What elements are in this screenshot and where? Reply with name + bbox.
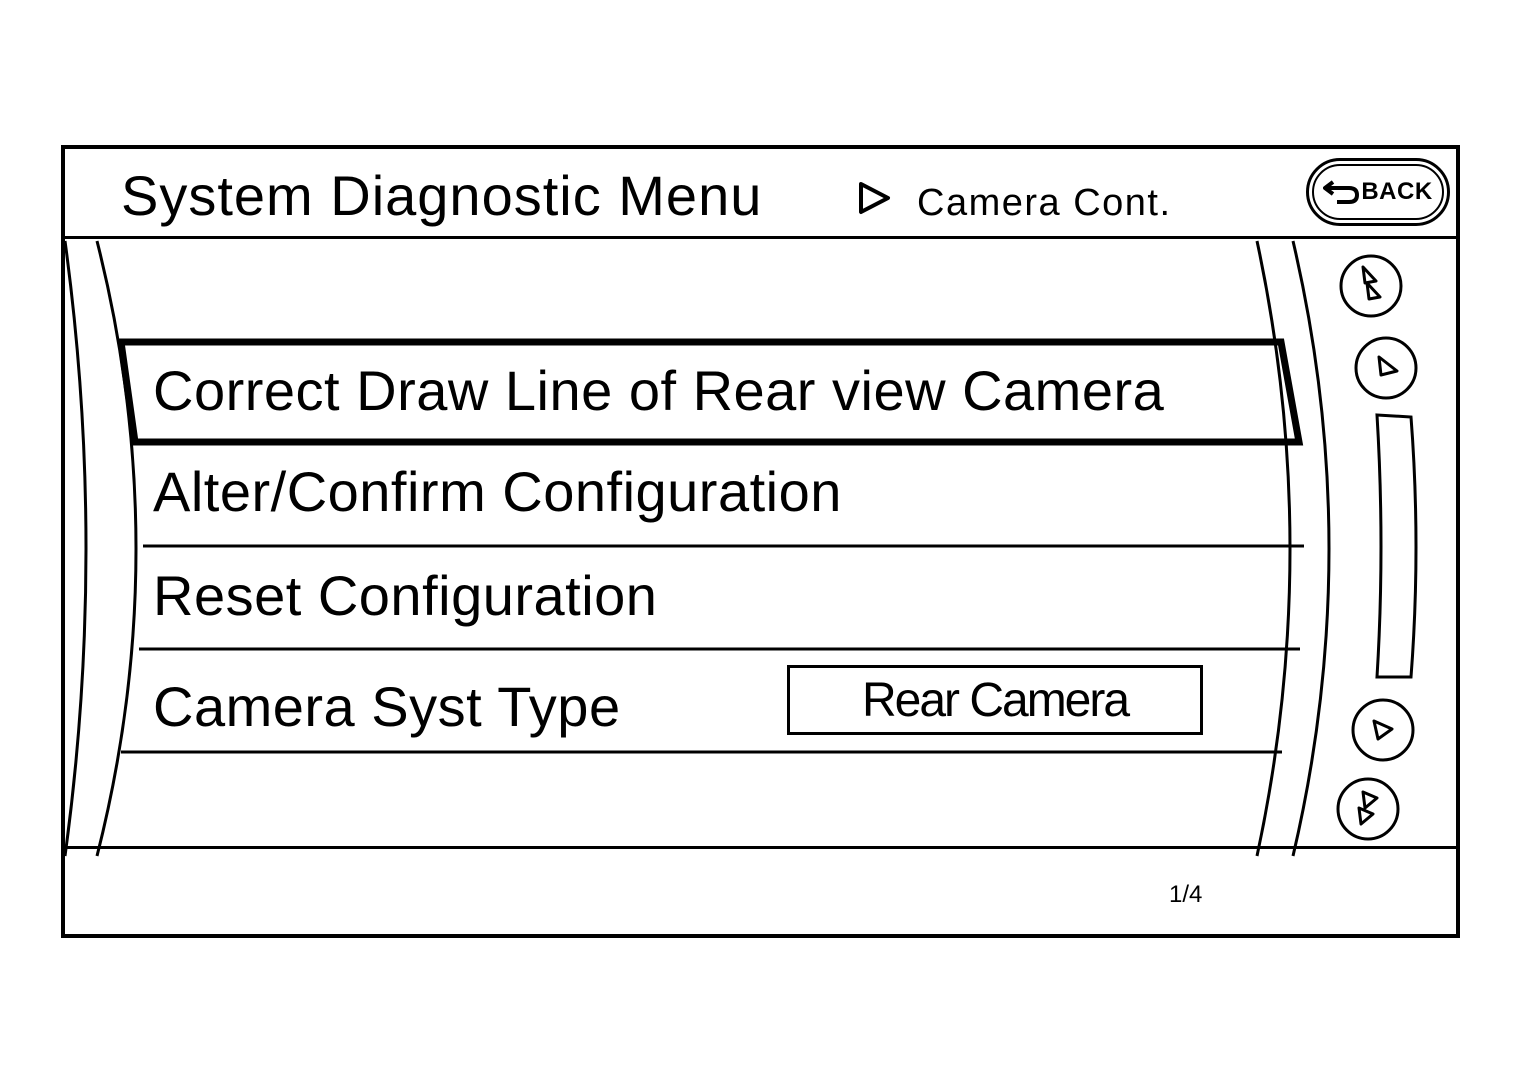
back-button-inner: BACK <box>1312 164 1444 220</box>
arrow-up-icon <box>1354 336 1418 400</box>
camera-syst-type-value[interactable]: Rear Camera <box>787 665 1203 735</box>
double-arrow-down-icon <box>1336 777 1400 841</box>
menu-item-camera-syst-type[interactable]: Camera Syst Type <box>125 652 1285 752</box>
menu-item-alter-confirm-configuration[interactable]: Alter/Confirm Configuration <box>125 447 1300 547</box>
page-title: System Diagnostic Menu <box>121 164 763 227</box>
arrow-down-icon <box>1351 698 1415 762</box>
menu-item-label: Camera Syst Type <box>153 675 621 738</box>
scrollbar-track-graphic <box>1375 413 1418 679</box>
back-button-label: BACK <box>1361 178 1433 205</box>
header-bar: System Diagnostic Menu Camera Cont. BACK <box>65 149 1456 239</box>
scroll-down-button[interactable] <box>1350 697 1416 763</box>
page-down-button[interactable] <box>1335 776 1401 842</box>
menu-item-reset-configuration[interactable]: Reset Configuration <box>125 549 1300 649</box>
back-button[interactable]: BACK <box>1306 158 1450 226</box>
menu-item-correct-draw-line[interactable]: Correct Draw Line of Rear view Camera <box>125 342 1295 442</box>
page-indicator: 1/4 <box>1169 881 1203 908</box>
menu-item-label: Correct Draw Line of Rear view Camera <box>153 359 1165 422</box>
nav-display-screen: System Diagnostic Menu Camera Cont. BACK… <box>61 145 1460 938</box>
menu-item-label: Alter/Confirm Configuration <box>153 460 842 523</box>
menu-item-label: Reset Configuration <box>153 564 658 627</box>
double-arrow-up-icon <box>1339 254 1403 318</box>
triangle-right-icon <box>859 182 890 214</box>
footer-bar: 1/4 <box>65 846 1456 934</box>
scrollbar-track[interactable] <box>1373 411 1421 683</box>
scroll-up-button[interactable] <box>1353 335 1419 401</box>
page-up-button[interactable] <box>1338 253 1404 319</box>
breadcrumb-current: Camera Cont. <box>917 182 1172 224</box>
back-arrow-icon <box>1323 180 1360 204</box>
